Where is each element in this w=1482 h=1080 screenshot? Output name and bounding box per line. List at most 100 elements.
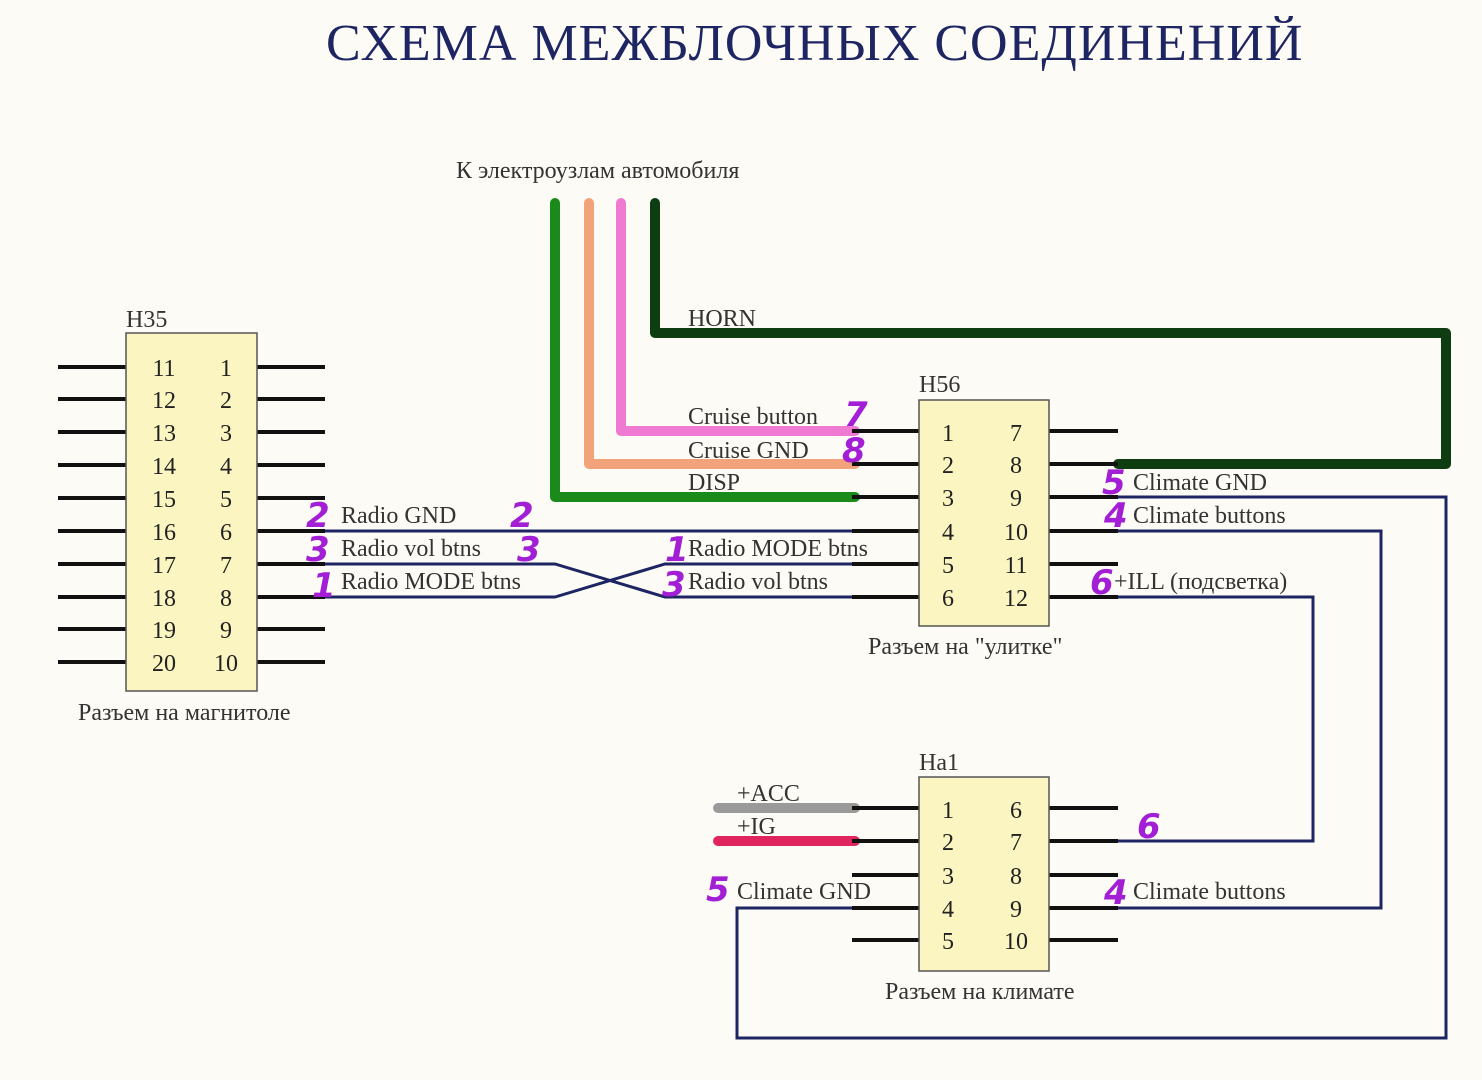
radio-vol-label: Radio vol btns <box>341 536 481 562</box>
h56-pin: 10 <box>1004 520 1028 546</box>
handwritten-number: 8 <box>842 431 866 471</box>
h35-pin: 8 <box>220 586 232 612</box>
ha1-pin: 9 <box>1010 897 1022 923</box>
h35-pin: 4 <box>220 454 232 480</box>
diagram-title: СХЕМА МЕЖБЛОЧНЫХ СОЕДИНЕНИЙ <box>326 15 1303 72</box>
ha1-pin: 10 <box>1004 929 1028 955</box>
cruise-button-label: Cruise button <box>688 404 818 430</box>
h35-pin: 9 <box>220 618 232 644</box>
handwritten-number: 1 <box>665 530 689 570</box>
h56-pin: 9 <box>1010 486 1022 512</box>
ha1-caption: Разъем на климате <box>885 979 1075 1005</box>
h56-name: H56 <box>919 372 960 398</box>
h56-radio-vol-label: Radio vol btns <box>688 569 828 595</box>
h56-pin: 4 <box>942 520 954 546</box>
connector-h35: H35 Разъем на магнитоле 11 12 13 14 15 1… <box>58 307 325 726</box>
ha1-pin: 1 <box>942 798 954 824</box>
ill-wire <box>1118 595 1315 843</box>
h56-pin: 6 <box>942 586 954 612</box>
ha1-pin: 5 <box>942 929 954 955</box>
acc-label: +ACC <box>737 781 800 807</box>
h35-pin: 11 <box>152 356 175 382</box>
h35-pin: 14 <box>152 454 176 480</box>
h35-pin: 17 <box>152 553 176 579</box>
h56-pin: 11 <box>1004 553 1027 579</box>
h35-pin: 3 <box>220 421 232 447</box>
h56-pin: 5 <box>942 553 954 579</box>
climate-gnd-wire <box>735 495 1448 1040</box>
ha1-climate-gnd-label: Climate GND <box>737 879 871 905</box>
handwritten-number: 7 <box>844 395 868 435</box>
handwritten-number: 1 <box>312 566 336 606</box>
horn-label: HORN <box>688 306 756 332</box>
signal-labels: HORN Cruise button Cruise GND DISP Radio… <box>341 306 1287 905</box>
handwritten-number: 3 <box>662 565 686 605</box>
h35-pin: 19 <box>152 618 176 644</box>
h35-pin: 2 <box>220 388 232 414</box>
ha1-pin: 3 <box>942 864 954 890</box>
handwritten-number: 6 <box>1137 807 1161 847</box>
climate-gnd-label: Climate GND <box>1133 470 1267 496</box>
top-label: К электроузлам автомобиля <box>456 158 739 184</box>
h35-pin: 6 <box>220 520 232 546</box>
h56-leads <box>852 429 1118 599</box>
connector-ha1: Ha1 Разъем на климате 1 2 3 4 5 6 7 8 9 … <box>852 750 1118 1005</box>
h56-pin: 12 <box>1004 586 1028 612</box>
h35-pin: 15 <box>152 487 176 513</box>
ill-label: +ILL (подсветка) <box>1114 569 1287 595</box>
h56-body <box>918 399 1050 627</box>
h56-radio-mode-label: Radio MODE btns <box>688 536 868 562</box>
h35-pin: 16 <box>152 520 176 546</box>
climate-buttons-wire <box>1118 529 1383 910</box>
h56-pin: 2 <box>942 453 954 479</box>
cruise-gnd-label: Cruise GND <box>688 438 809 464</box>
h35-pin: 18 <box>152 586 176 612</box>
h35-body <box>125 332 258 692</box>
ha1-pin: 7 <box>1010 830 1022 856</box>
ha1-leads <box>852 806 1118 942</box>
h56-caption: Разъем на "улитке" <box>868 634 1062 660</box>
connector-h56: H56 Разъем на "улитке" 1 2 3 4 5 6 7 8 9… <box>852 372 1118 660</box>
handwritten-annotations: 2 2 3 3 1 1 3 7 8 5 4 6 5 4 6 <box>306 395 1161 913</box>
cruise-button-wire <box>616 198 860 436</box>
climate-buttons-label: Climate buttons <box>1133 503 1286 529</box>
ha1-body <box>918 776 1050 972</box>
handwritten-number: 5 <box>706 870 730 910</box>
h56-pin: 8 <box>1010 453 1022 479</box>
radio-mode-label: Radio MODE btns <box>341 569 521 595</box>
h35-pin: 10 <box>214 651 238 677</box>
h56-pin: 3 <box>942 486 954 512</box>
ha1-name: Ha1 <box>919 750 959 776</box>
radio-mode-wire <box>325 562 852 599</box>
h35-pin: 5 <box>220 487 232 513</box>
h56-pin: 7 <box>1010 421 1022 447</box>
h35-name: H35 <box>126 307 167 333</box>
handwritten-number: 3 <box>306 530 330 570</box>
ha1-pin: 2 <box>942 830 954 856</box>
h35-pin: 12 <box>152 388 176 414</box>
disp-label: DISP <box>688 470 740 496</box>
h35-pin: 20 <box>152 651 176 677</box>
disp-wire <box>550 198 860 502</box>
interconnect-wires <box>325 495 1448 1040</box>
ig-label: +IG <box>737 814 776 840</box>
horn-wire <box>650 198 1451 469</box>
handwritten-number: 3 <box>517 530 541 570</box>
handwritten-number: 4 <box>1103 873 1128 913</box>
handwritten-number: 4 <box>1103 496 1128 536</box>
handwritten-number: 5 <box>1102 463 1126 503</box>
h35-pin: 7 <box>220 553 232 579</box>
ha1-pin: 8 <box>1010 864 1022 890</box>
handwritten-number: 2 <box>306 496 330 536</box>
h35-caption: Разъем на магнитоле <box>78 700 291 726</box>
ha1-pin: 4 <box>942 897 954 923</box>
handwritten-number: 2 <box>510 496 534 536</box>
ha1-pin: 6 <box>1010 798 1022 824</box>
vehicle-wires <box>550 198 1451 502</box>
h35-pin: 13 <box>152 421 176 447</box>
h56-pin: 1 <box>942 421 954 447</box>
handwritten-number: 6 <box>1090 563 1114 603</box>
h35-leads <box>58 365 325 664</box>
radio-gnd-label: Radio GND <box>341 503 456 529</box>
